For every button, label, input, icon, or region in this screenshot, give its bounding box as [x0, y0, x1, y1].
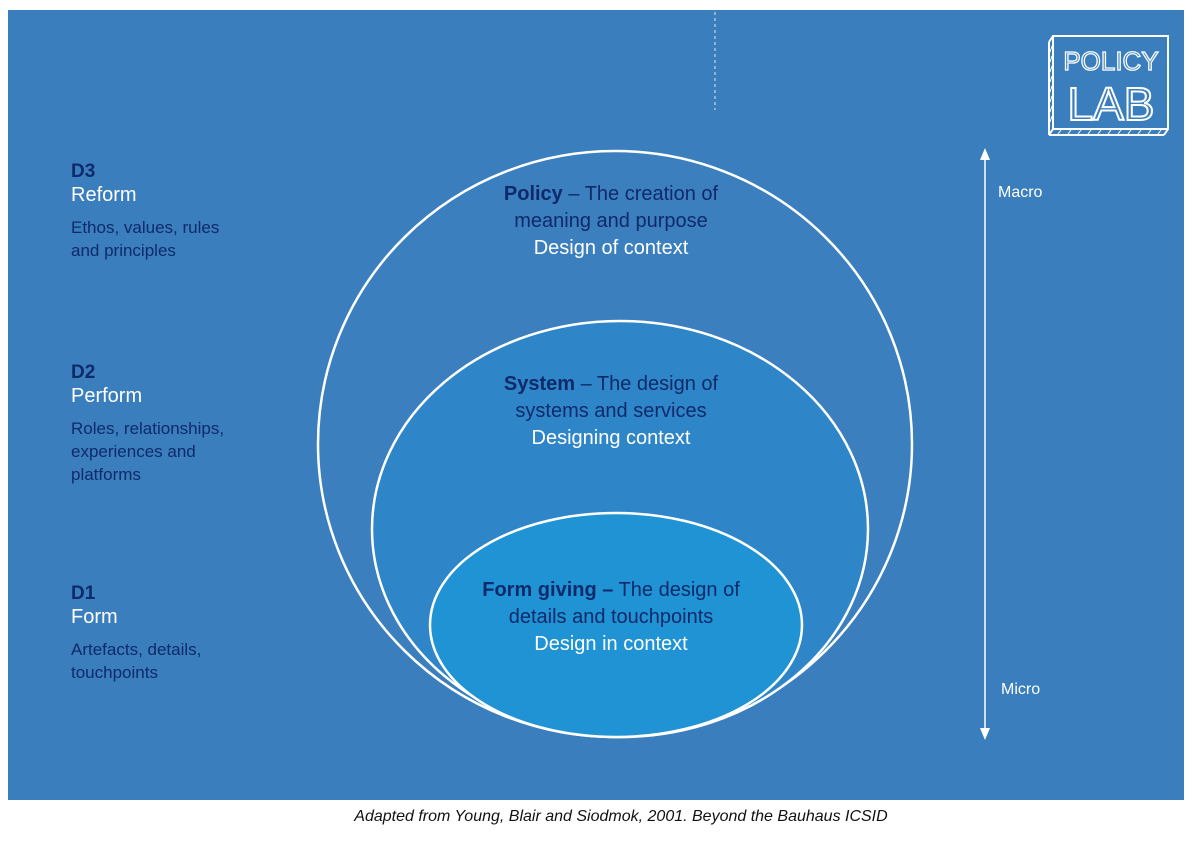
- form-giving-circle-text: Form giving – The design of details and …: [411, 577, 811, 658]
- system-circle-text: System – The design of systems and servi…: [411, 371, 811, 452]
- form-giving-description-line2: details and touchpoints: [508, 606, 714, 628]
- level-description: Artefacts, details, touchpoints: [71, 638, 201, 684]
- policy-title: Policy: [503, 183, 563, 205]
- system-description-line2: systems and services: [515, 400, 707, 422]
- level-d3: D3 Reform Ethos, values, rules and princ…: [71, 161, 219, 262]
- level-description-line: platforms: [71, 465, 141, 484]
- level-code: D3: [71, 161, 96, 182]
- policy-circle-text: Policy – The creation of meaning and pur…: [411, 181, 811, 262]
- level-description-line: experiences and: [71, 442, 196, 461]
- level-d1: D1 Form Artefacts, details, touchpoints: [71, 583, 201, 684]
- level-name: Form: [71, 606, 118, 628]
- source-caption: Adapted from Young, Blair and Siodmok, 2…: [354, 808, 888, 825]
- level-description-line: touchpoints: [71, 663, 158, 682]
- level-description: Ethos, values, rules and principles: [71, 216, 219, 262]
- level-d2: D2 Perform Roles, relationships, experie…: [71, 362, 224, 486]
- level-description-line: Artefacts, details,: [71, 640, 202, 659]
- macro-label: Macro: [998, 184, 1043, 201]
- logo-text-policy: POLICY: [1063, 46, 1158, 76]
- level-description-line: and principles: [71, 241, 176, 260]
- level-name: Perform: [71, 385, 143, 407]
- policy-lab-logo: POLICY LAB: [1048, 35, 1169, 136]
- system-title: System: [503, 373, 576, 395]
- policy-description: – The creation of: [562, 183, 719, 205]
- level-code: D2: [71, 362, 96, 383]
- slide-background: D3 Reform Ethos, values, rules and princ…: [8, 10, 1184, 800]
- system-description: – The design of: [575, 373, 719, 395]
- inner-circle-form-giving: [428, 511, 804, 739]
- macro-micro-arrow: [980, 148, 990, 740]
- level-code: D1: [71, 583, 96, 604]
- form-giving-context: Design in context: [534, 633, 688, 655]
- policy-description-line2: meaning and purpose: [514, 210, 708, 232]
- form-giving-description: The design of: [613, 579, 740, 601]
- level-description-line: Ethos, values, rules: [71, 218, 220, 237]
- form-giving-title: Form giving –: [482, 579, 614, 601]
- level-description: Roles, relationships, experiences and pl…: [71, 417, 224, 486]
- level-description-line: Roles, relationships,: [71, 419, 225, 438]
- logo-text-lab: LAB: [1068, 78, 1155, 130]
- micro-label: Micro: [1001, 681, 1041, 698]
- system-context: Designing context: [531, 427, 691, 449]
- level-name: Reform: [71, 184, 137, 206]
- policy-context: Design of context: [533, 237, 689, 259]
- nested-circles-diagram: [316, 12, 990, 740]
